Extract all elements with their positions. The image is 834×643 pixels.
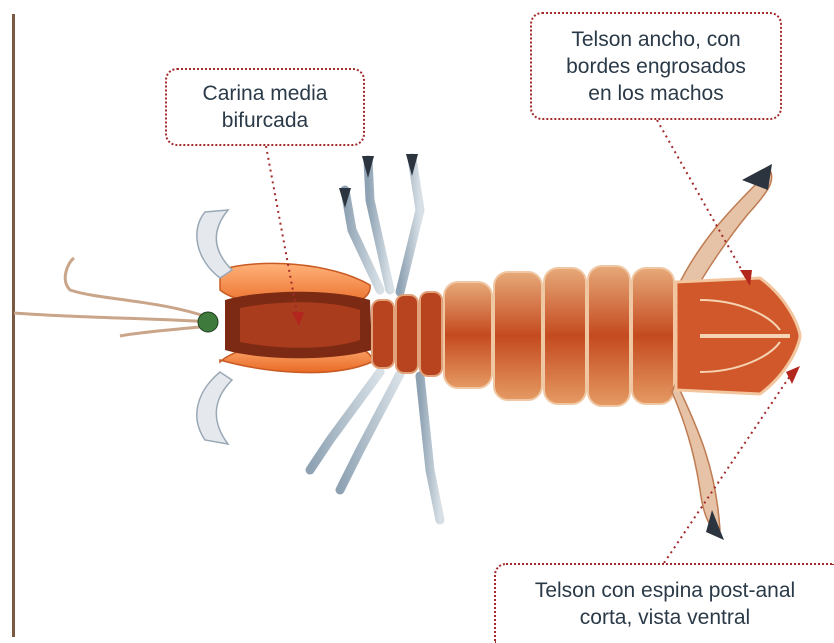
callout-telson-spine-line-2: corta, vista ventral: [579, 606, 751, 629]
callout-telson-espina: Telson con espina post-anal corta, vista…: [494, 563, 834, 643]
legs-bottom: [305, 367, 445, 525]
antennae: [13, 256, 211, 338]
abdomen-segments: [443, 265, 675, 407]
pointer-arrowheads: [292, 270, 800, 384]
callout-carina-media: Carina media bifurcada: [165, 68, 365, 146]
callout-telson-spine-line-1: Telson con espina post-anal: [534, 579, 796, 602]
leg-tips-top: [339, 154, 418, 208]
callout-telson-ancho: Telson ancho, con bordes engrosados en l…: [530, 12, 782, 120]
thorax-segments: [371, 291, 443, 377]
callout-telson-wide-line-2: bordes engrosados: [566, 54, 746, 78]
uropods: [671, 164, 773, 540]
callout-carina-line-1: Carina media: [202, 82, 328, 105]
callout-telson-wide-line-1: Telson ancho, con: [571, 27, 741, 51]
pointer-lines: [265, 119, 791, 564]
legs-top: [340, 153, 425, 297]
left-margin-rule: [12, 14, 15, 637]
telson: [674, 276, 802, 396]
callout-telson-wide-line-3: en los machos: [588, 81, 724, 105]
carapace: [197, 291, 372, 359]
callout-carina-line-2: bifurcada: [221, 109, 309, 132]
